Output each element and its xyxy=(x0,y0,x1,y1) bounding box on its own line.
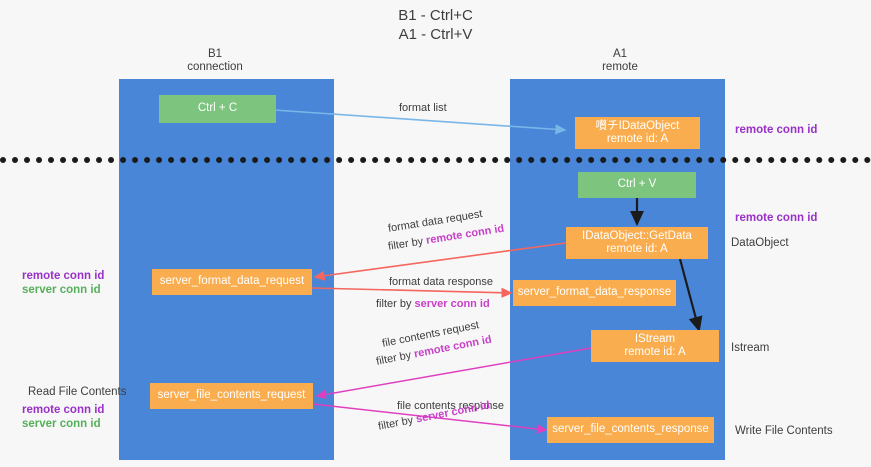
box-getdata-line-1: IDataObject::GetData xyxy=(582,229,692,242)
label-format-data-response-filter-prefix: filter by xyxy=(376,298,415,310)
annotation-istream: Istream xyxy=(731,342,770,354)
title-line-1: B1 - Ctrl+C xyxy=(398,7,473,24)
box-ctrl-c-label: Ctrl + C xyxy=(197,102,238,115)
box-server-format-data-response-label: server_format_data_response xyxy=(517,286,672,299)
annotation-left-remote-conn-id-1: remote conn id xyxy=(22,270,105,282)
box-ctrl-v[interactable]: Ctrl + V xyxy=(578,172,696,198)
box-server-file-contents-response[interactable]: server_file_contents_response xyxy=(547,417,714,443)
annotation-dataobject: DataObject xyxy=(731,237,789,249)
annotation-left-remote-conn-id-2: remote conn id xyxy=(22,404,105,416)
annotation-left-server-conn-id-1: server conn id xyxy=(22,284,101,296)
box-ctrl-v-label: Ctrl + V xyxy=(617,178,657,191)
box-server-format-data-response[interactable]: server_format_data_response xyxy=(513,280,676,306)
label-file-contents-response-filter-prefix: filter by xyxy=(377,413,418,433)
column-header-b1-sub: connection xyxy=(187,61,243,73)
box-idataobject-line-1: 嚽チIDataObject xyxy=(595,119,680,132)
box-server-file-contents-request-label: server_file_contents_request xyxy=(157,389,306,402)
label-format-data-response-filter: filter by server conn id xyxy=(376,297,490,311)
box-ctrl-c[interactable]: Ctrl + C xyxy=(159,95,276,123)
annotation-remote-conn-id-mid: remote conn id xyxy=(735,212,818,224)
column-header-b1: B1 connection xyxy=(150,48,280,74)
box-getdata[interactable]: IDataObject::GetData remote id: A xyxy=(566,227,708,259)
box-server-format-data-request-label: server_format_data_request xyxy=(159,275,305,288)
column-header-b1-name: B1 xyxy=(207,48,223,60)
column-header-a1-sub: remote xyxy=(602,61,638,73)
annotation-write-file-contents: Write File Contents xyxy=(735,425,833,437)
column-header-a1-name: A1 xyxy=(612,48,628,60)
box-server-file-contents-request[interactable]: server_file_contents_request xyxy=(150,383,313,409)
label-format-data-response: format data response xyxy=(389,276,493,288)
label-format-list: format list xyxy=(399,102,447,114)
annotation-left-server-conn-id-2: server conn id xyxy=(22,418,101,430)
label-format-data-request-filter-prefix: filter by xyxy=(387,234,428,253)
box-getdata-line-2: remote id: A xyxy=(606,243,668,255)
label-format-data-response-filter-key: server conn id xyxy=(414,298,490,310)
box-istream-line-1: IStream xyxy=(634,332,676,345)
label-file-contents-request-filter-prefix: filter by xyxy=(375,348,416,368)
box-server-format-data-request[interactable]: server_format_data_request xyxy=(152,269,312,295)
label-file-contents-response: file contents response xyxy=(397,400,505,412)
title-line-2: A1 - Ctrl+V xyxy=(398,26,473,43)
box-istream[interactable]: IStream remote id: A xyxy=(591,330,719,362)
box-server-file-contents-response-label: server_file_contents_response xyxy=(552,423,709,436)
annotation-read-file-contents: Read File Contents xyxy=(28,386,127,398)
box-idataobject[interactable]: 嚽チIDataObject remote id: A xyxy=(575,117,700,149)
box-istream-line-2: remote id: A xyxy=(624,346,686,358)
annotation-remote-conn-id-top: remote conn id xyxy=(735,124,818,136)
page-title: B1 - Ctrl+C A1 - Ctrl+V xyxy=(0,6,871,44)
box-idataobject-line-2: remote id: A xyxy=(606,133,669,145)
column-header-a1: A1 remote xyxy=(555,48,685,74)
section-divider xyxy=(0,157,871,163)
